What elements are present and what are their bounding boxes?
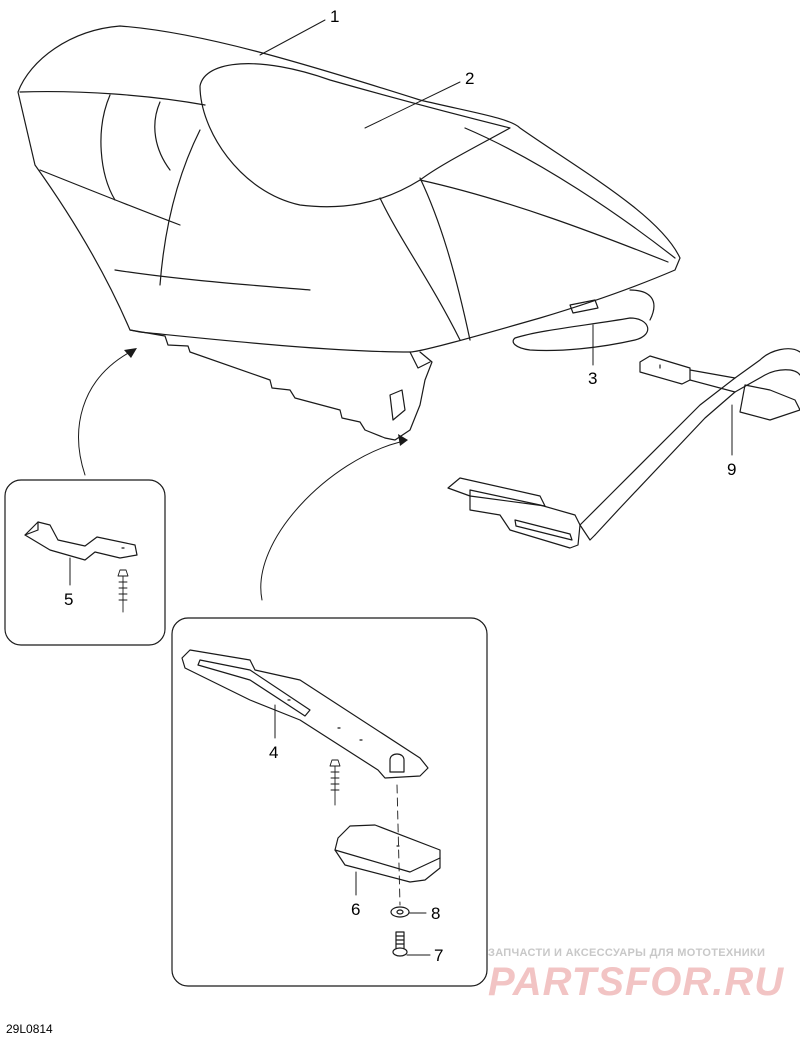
callout-6: 6 [351, 900, 360, 919]
clip-6 [334, 824, 441, 883]
rail-4 [181, 649, 429, 779]
callout-9: 9 [727, 460, 736, 479]
bracket-5 [24, 521, 138, 561]
rivet-4 [329, 759, 341, 806]
callout-8: 8 [431, 904, 440, 923]
assembly-axis [396, 784, 401, 906]
callout-5: 5 [64, 590, 73, 609]
callout-2: 2 [465, 69, 474, 88]
washer-8 [390, 906, 410, 918]
callout-1: 1 [330, 7, 339, 26]
screw-7 [392, 931, 408, 957]
callout-4: 4 [269, 743, 278, 762]
detail-box-5 [4, 479, 166, 646]
detail-box-4-8 [171, 617, 488, 987]
callout-3: 3 [588, 369, 597, 388]
leader-lines [69, 19, 733, 956]
drawing-code: 29L0814 [6, 1022, 53, 1036]
grab-handle-bar [447, 348, 800, 549]
watermark-caption: ЗАПЧАСТИ И АКСЕССУАРЫ ДЛЯ МОТОТЕХНИКИ [488, 947, 766, 959]
arrow-heads [124, 348, 408, 446]
seat [17, 25, 681, 441]
callout-7: 7 [434, 946, 443, 965]
watermark-logo: PARTSFOR.RU [488, 960, 785, 1004]
rivet-5 [117, 569, 129, 613]
